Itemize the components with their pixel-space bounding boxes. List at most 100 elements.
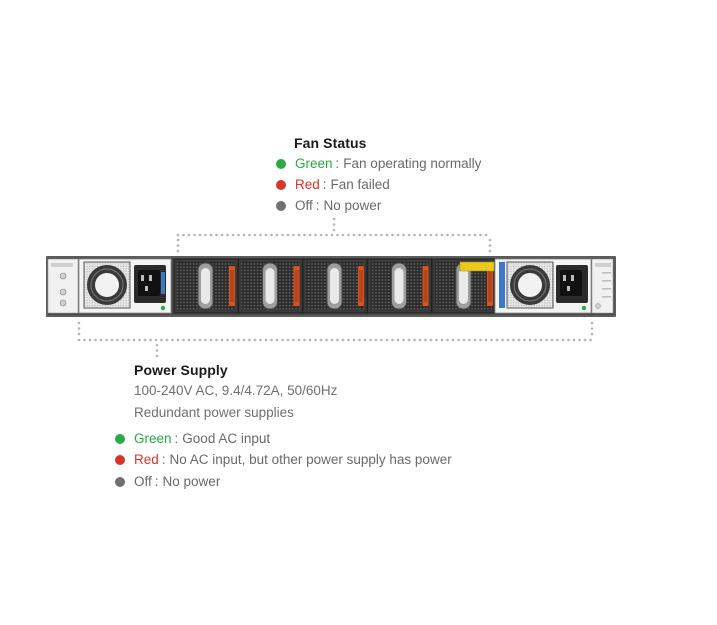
- connector-dot: [332, 217, 336, 221]
- fan-module-3: [302, 258, 368, 314]
- fan-module-5: [431, 258, 497, 314]
- connector-dot: [253, 233, 257, 237]
- power-supply-connector: [77, 321, 594, 358]
- connector-dot: [193, 338, 196, 342]
- fan-status-item-off: Off: No power: [276, 198, 381, 213]
- connector-dot: [176, 238, 180, 242]
- status-color-label: Green: [134, 431, 172, 446]
- connector-dot: [215, 233, 218, 237]
- connector-dot: [385, 338, 389, 342]
- connector-dot: [501, 338, 504, 342]
- connector-dot: [209, 233, 213, 237]
- fan-status-item-green: Green: Fan operating normally: [276, 156, 481, 171]
- connector-dot: [176, 244, 180, 247]
- connector-dot: [528, 338, 532, 342]
- connector-dot: [512, 338, 515, 342]
- connector-dot: [358, 233, 361, 237]
- status-description: Good AC input: [182, 431, 271, 446]
- status-description: No power: [162, 474, 221, 489]
- connector-dot: [418, 338, 422, 342]
- connector-dot: [435, 338, 438, 342]
- connector-dot: [336, 233, 339, 237]
- connector-dot: [341, 338, 345, 342]
- connector-dot: [488, 244, 492, 247]
- status-colon: :: [154, 474, 159, 489]
- connector-dot: [523, 338, 526, 342]
- connector-dot: [154, 338, 158, 342]
- connector-dot: [374, 233, 378, 237]
- connector-dot: [83, 338, 86, 342]
- fan-status-title: Fan Status: [294, 135, 367, 151]
- status-colon: :: [335, 156, 340, 171]
- connector-dot: [303, 338, 306, 342]
- connector-dot: [105, 338, 108, 342]
- connector-dot: [578, 338, 581, 342]
- connector-dot: [402, 233, 405, 237]
- connector-dot: [77, 321, 81, 325]
- connector-dot: [132, 338, 136, 342]
- connector-dot: [248, 338, 251, 342]
- connector-dot: [517, 338, 521, 342]
- connector-dot: [424, 338, 427, 342]
- status-color-label: Red: [295, 177, 320, 192]
- connector-dot: [473, 233, 477, 237]
- connector-dot: [413, 233, 416, 237]
- connector-dot: [490, 338, 493, 342]
- connector-dot: [332, 228, 336, 232]
- connector-dot: [176, 338, 180, 342]
- power-supply-right: [494, 258, 592, 314]
- connector-dot: [495, 338, 499, 342]
- connector-dot: [138, 338, 141, 342]
- connector-dot: [155, 349, 159, 352]
- connector-dot: [121, 338, 125, 342]
- fan-module-1: [173, 258, 239, 314]
- connector-dot: [336, 338, 339, 342]
- power-supply-spec: 100-240V AC, 9.4/4.72A, 50/60Hz: [134, 383, 338, 398]
- connector-dot: [292, 338, 295, 342]
- connector-dot: [88, 338, 92, 342]
- connector-dot: [237, 233, 240, 237]
- connector-dot: [264, 233, 268, 237]
- connector-dot: [561, 338, 565, 342]
- connector-dot: [242, 338, 246, 342]
- status-color-label: Off: [295, 198, 313, 213]
- connector-dot: [275, 233, 279, 237]
- connector-dot: [556, 338, 559, 342]
- connector-dot: [545, 338, 548, 342]
- connector-dot: [319, 338, 323, 342]
- psu-left-led: [160, 305, 166, 311]
- power-supply-item-off: Off: No power: [115, 474, 220, 489]
- fan-module-4: [367, 258, 432, 314]
- connector-dot: [347, 233, 350, 237]
- connector-dot: [457, 233, 460, 237]
- connector-dot: [259, 233, 262, 237]
- status-description: Fan operating normally: [343, 156, 482, 171]
- connector-dot: [127, 338, 130, 342]
- connector-dot: [374, 338, 378, 342]
- connector-dot: [396, 338, 400, 342]
- connector-dot: [204, 338, 207, 342]
- connector-dot: [176, 233, 180, 237]
- connector-dot: [402, 338, 405, 342]
- connector-dot: [446, 233, 449, 237]
- connector-dot: [77, 327, 81, 330]
- connector-dot: [198, 338, 202, 342]
- connector-dot: [451, 233, 455, 237]
- connector-dot: [462, 338, 466, 342]
- off-status-dot-icon: [276, 200, 286, 211]
- connector-dot: [352, 233, 356, 237]
- connector-dot: [187, 233, 191, 237]
- connector-dot: [165, 338, 169, 342]
- connector-dot: [237, 338, 240, 342]
- connector-dot: [484, 233, 488, 237]
- status-colon: :: [322, 177, 327, 192]
- connector-dot: [99, 338, 103, 342]
- status-colon: :: [315, 198, 320, 213]
- connector-dot: [193, 233, 196, 237]
- connector-dot: [110, 338, 114, 342]
- connector-dot: [286, 338, 290, 342]
- connector-dot: [488, 238, 492, 242]
- connector-dot: [308, 233, 312, 237]
- connector-dot: [155, 343, 159, 347]
